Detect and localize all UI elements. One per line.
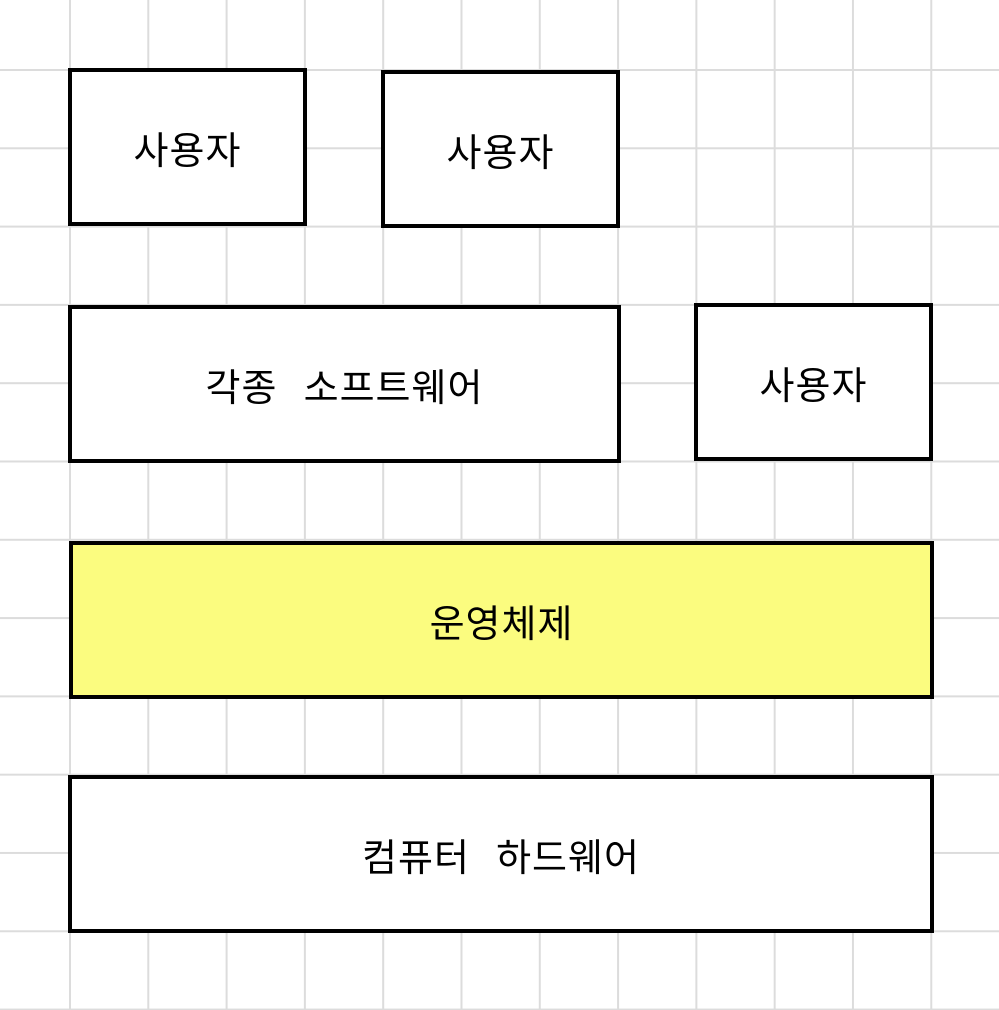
operating-system-label: 운영체제 [429,601,574,646]
hardware-box: 컴퓨터 하드웨어 [68,775,934,933]
user-box-3: 사용자 [694,303,933,461]
operating-system-box: 운영체제 [69,541,934,699]
user-label-3: 사용자 [759,363,868,408]
user-label-1: 사용자 [133,128,242,173]
user-box-2: 사용자 [381,70,620,228]
user-label-2: 사용자 [446,130,555,175]
software-label: 각종 소프트웨어 [205,365,484,410]
software-box: 각종 소프트웨어 [68,305,621,463]
user-box-1: 사용자 [68,68,307,226]
hardware-label: 컴퓨터 하드웨어 [362,835,640,880]
